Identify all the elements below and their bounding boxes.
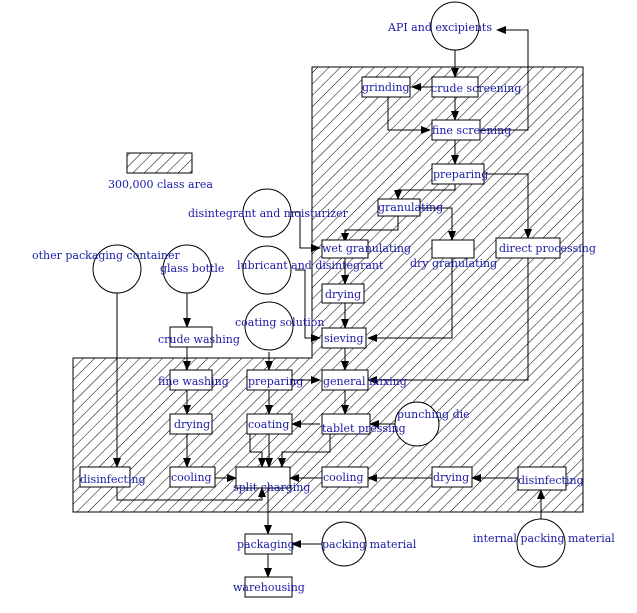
packaging-label: packaging (237, 538, 295, 551)
wet-granulating-box (321, 239, 369, 259)
glass-bottle-circle (162, 244, 212, 294)
input-materials (92, 1, 566, 568)
tablet-pressing-label: tablet pressing (322, 422, 406, 435)
crude-screening-label: crude screening (431, 82, 521, 95)
coating-solution-circle (244, 301, 294, 351)
drying-bottle-label: drying (174, 418, 210, 431)
disintegrant-circle (242, 188, 292, 238)
drying-bottle-box (169, 413, 213, 435)
drying-upper-box (321, 283, 365, 304)
tablet-pressing-box (321, 413, 371, 435)
punching-die-circle (394, 401, 440, 447)
sieving-box (321, 327, 367, 349)
preparing-coat-label: preparing (248, 375, 303, 388)
warehousing-label: warehousing (233, 581, 305, 594)
cooling-tablet-box (321, 466, 369, 488)
coating-label: coating (248, 418, 289, 431)
coating-solution-label: coating solution (235, 316, 324, 329)
legend-swatch (126, 152, 193, 174)
crude-washing-label: crude washing (158, 333, 240, 346)
internal-packing-circle (516, 518, 566, 568)
disinfecting-right-box (517, 466, 567, 491)
preparing-top-label: preparing (433, 168, 488, 181)
internal-packing-label: internal packing material (473, 532, 615, 545)
split-charging-box (235, 466, 291, 489)
dry-granulating-label: dry granulating (410, 257, 497, 270)
grinding-label: grinding (362, 81, 410, 94)
legend-label: 300,000 class area (108, 178, 213, 191)
fine-screening-box (431, 119, 481, 141)
packing-material-label: packing material (322, 538, 417, 551)
fine-screening-label: fine screening (432, 124, 511, 137)
wet-granulating-label: wet granulating (322, 242, 411, 255)
cooling-tablet-label: cooling (323, 471, 364, 484)
cooling-bottle-label: cooling (171, 471, 212, 484)
preparing-top-box (431, 163, 485, 185)
drying-upper-label: drying (325, 288, 361, 301)
punching-die-label: punching die (397, 408, 470, 421)
split-charging-label: split charging (233, 481, 310, 494)
direct-processing-box (495, 237, 561, 259)
disintegrant-label: disintegrant and moisturizer (188, 207, 349, 220)
direct-processing-label: direct processing (499, 242, 596, 255)
fine-washing-label: fine washing (158, 375, 229, 388)
other-packaging-circle (92, 244, 142, 294)
granulating-box (377, 198, 421, 217)
flow-edges (113, 26, 545, 578)
crude-screening-box (431, 76, 479, 98)
dry-granulating-box (431, 239, 475, 259)
lubricant-circle (242, 245, 292, 295)
disinfecting-right-label: disinfecting (518, 474, 584, 487)
api-label: API and excipients (387, 21, 492, 34)
other-packaging-label: other packaging container (32, 249, 181, 262)
fine-washing-box (169, 369, 213, 391)
warehousing-box (244, 576, 293, 598)
disinfecting-left-box (79, 466, 131, 488)
grinding-box (361, 76, 411, 98)
preparing-coat-box (246, 369, 293, 391)
labels: API and excipients disintegrant and mois… (32, 21, 615, 594)
granulating-label: granulating (378, 201, 443, 214)
crude-washing-box (169, 326, 213, 348)
general-mixing-label: general mixing (323, 375, 407, 388)
general-mixing-box (321, 369, 369, 391)
disinfecting-left-label: disinfecting (80, 473, 146, 486)
packing-material-circle (321, 521, 367, 567)
glass-bottle-label: glass bottle (160, 262, 224, 275)
drying-right-box (431, 466, 473, 488)
packaging-box (244, 533, 293, 555)
process-boxes (79, 76, 567, 598)
coating-box (246, 413, 293, 435)
api-circle (430, 1, 480, 51)
cooling-bottle-box (169, 466, 216, 488)
sieving-label: sieving (324, 332, 364, 345)
drying-right-label: drying (433, 471, 469, 484)
lubricant-label: lubricant and disintegrant (237, 259, 384, 272)
